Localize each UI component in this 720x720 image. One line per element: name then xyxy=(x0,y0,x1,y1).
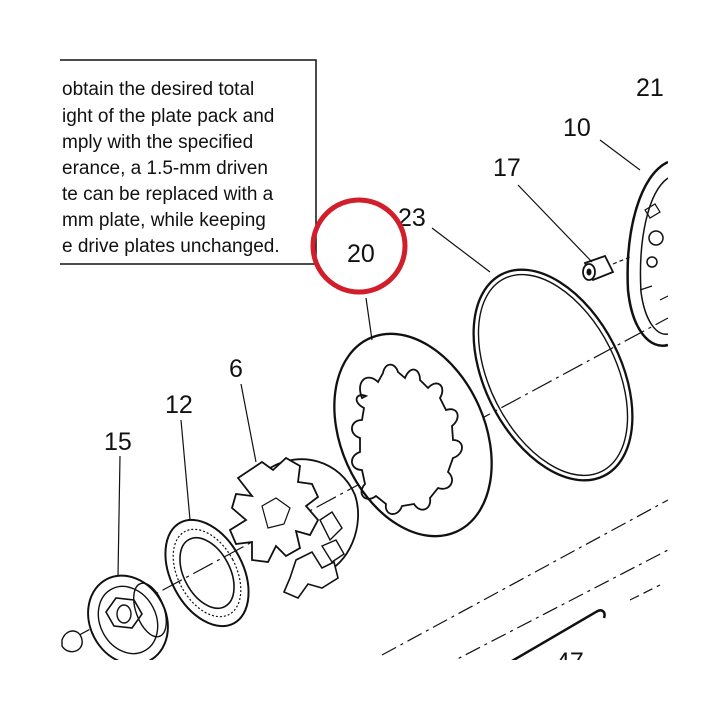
note-line-7: e drive plates unchanged. xyxy=(62,236,280,257)
callout-6: 6 xyxy=(229,355,243,383)
part-15-nut-flange xyxy=(61,574,169,666)
leader-23 xyxy=(431,227,491,273)
callout-21: 21 xyxy=(636,74,664,102)
callout-20: 20 xyxy=(347,240,375,268)
note-line-3: mply with the specified xyxy=(62,132,253,153)
leader-12 xyxy=(180,419,191,521)
note-line-2: ight of the plate pack and xyxy=(62,106,274,127)
part-10-housing xyxy=(626,160,669,347)
part-6-drive-dog xyxy=(228,456,359,599)
part-12-bearing-ring xyxy=(164,518,250,628)
callout-15: 15 xyxy=(104,428,132,456)
leader-20 xyxy=(365,297,373,341)
note-line-6: mm plate, while keeping xyxy=(62,210,266,231)
leader-17 xyxy=(517,184,593,263)
note-box: obtain the desired total ight of the pla… xyxy=(60,59,317,265)
callout-12: 12 xyxy=(165,391,193,419)
note-line-4: erance, a 1.5-mm driven xyxy=(62,158,268,179)
callout-17: 17 xyxy=(493,154,521,182)
leader-lines xyxy=(117,139,641,577)
part-47-edge xyxy=(381,499,669,670)
note-line-5: te can be replaced with a xyxy=(62,184,274,205)
leader-10 xyxy=(599,139,641,171)
center-axis-line xyxy=(69,317,669,641)
leader-15 xyxy=(117,455,121,577)
leader-6 xyxy=(240,383,257,463)
part-23-o-ring xyxy=(472,268,634,482)
note-line-1: obtain the desired total xyxy=(62,79,254,100)
bottom-margin xyxy=(0,660,720,720)
highlight-circle xyxy=(310,197,408,295)
callout-10: 10 xyxy=(563,114,591,142)
part-20-driven-plate xyxy=(333,332,493,538)
right-margin xyxy=(668,0,720,720)
note-box-border xyxy=(60,59,317,265)
